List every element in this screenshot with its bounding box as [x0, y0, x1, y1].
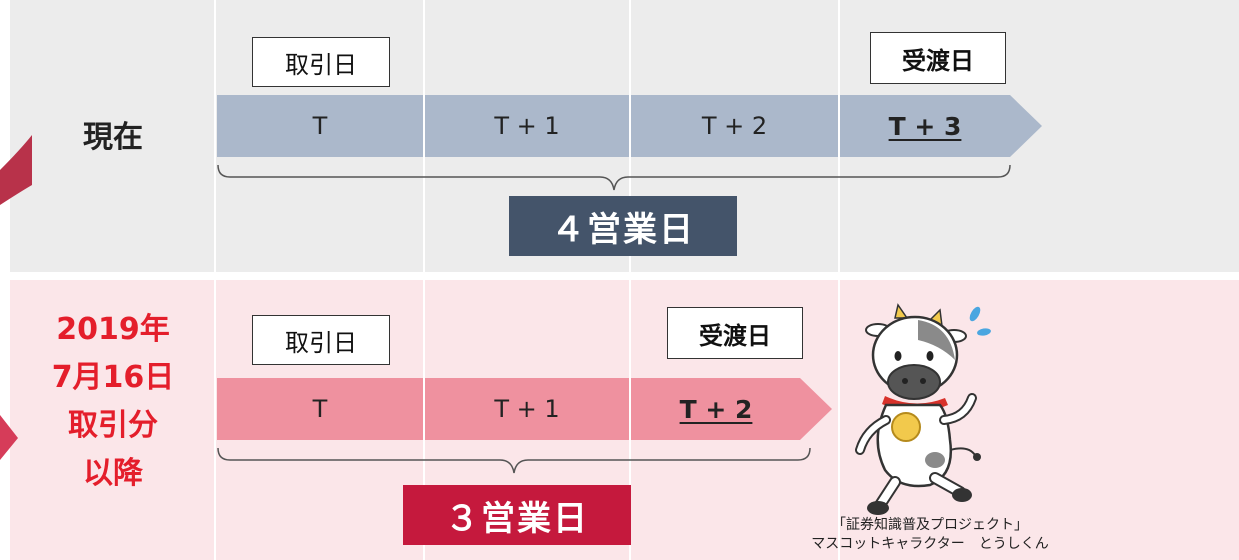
timeline-step-label: T + 3: [888, 111, 962, 141]
days-count-badge: ３営業日: [403, 485, 631, 545]
current-row-label: 現在: [83, 120, 143, 155]
timeline-step-settlement: T + 3: [840, 95, 1010, 157]
timeline-step: T + 2: [631, 95, 838, 157]
new-row-label-line: 2019年: [56, 312, 170, 347]
timeline-step: T: [217, 95, 423, 157]
grid-line: [838, 0, 840, 560]
mascot-credit-line: マスコットキャラクター とうしくん: [811, 536, 1049, 552]
timeline-step: T: [217, 378, 423, 440]
new-row-label-line: 7月16日: [51, 360, 175, 395]
grid-line: [423, 0, 425, 560]
days-count-badge: ４営業日: [509, 196, 737, 256]
new-row-label-line: 以降: [83, 456, 143, 491]
new-row-label: 2019年 7月16日 取引分 以降: [16, 306, 210, 498]
settle-day-box: 受渡日: [667, 307, 803, 359]
timeline-step-settlement: T + 2: [631, 378, 801, 440]
timeline-step-label: T + 2: [679, 394, 753, 424]
timeline-step: T + 1: [425, 95, 629, 157]
trade-day-box: 取引日: [252, 315, 390, 365]
side-arrow-graphic: [0, 135, 32, 460]
new-row-label-line: 取引分: [68, 408, 158, 443]
timeline-step: T + 1: [425, 378, 629, 440]
settle-day-box: 受渡日: [870, 32, 1006, 84]
mascot-credit-line: 「証券知識普及プロジェクト」: [832, 517, 1028, 533]
grid-line: [214, 0, 216, 560]
trade-day-box: 取引日: [252, 37, 390, 87]
grid-line: [629, 0, 631, 560]
